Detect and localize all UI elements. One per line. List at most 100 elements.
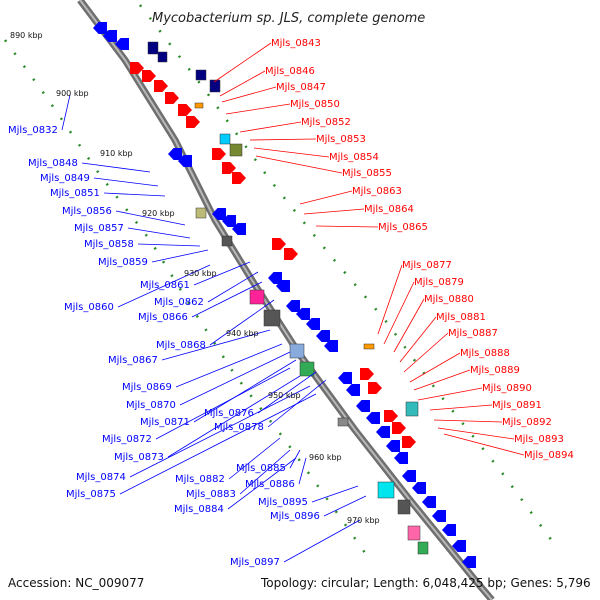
gene-label-mjls-0888[interactable]: Mjls_0888 xyxy=(460,348,510,359)
gene-label-mjls-0886[interactable]: Mjls_0886 xyxy=(245,479,295,490)
plus-gene-arrow xyxy=(232,172,246,184)
gene-label-mjls-0883[interactable]: Mjls_0883 xyxy=(186,489,236,500)
left-dot-track xyxy=(3,39,372,561)
gene-label-mjls-0880[interactable]: Mjls_0880 xyxy=(424,294,474,305)
gene-box xyxy=(377,481,395,499)
gene-label-mjls-0852[interactable]: Mjls_0852 xyxy=(301,117,351,128)
left-label-leader xyxy=(61,94,71,131)
gene-label-mjls-0873[interactable]: Mjls_0873 xyxy=(114,452,164,463)
gene-label-mjls-0868[interactable]: Mjls_0868 xyxy=(156,340,206,351)
gene-label-mjls-0865[interactable]: Mjls_0865 xyxy=(378,222,428,233)
right-label-leader xyxy=(433,419,503,423)
left-label-leader xyxy=(155,367,291,440)
gene-label-mjls-0881[interactable]: Mjls_0881 xyxy=(436,312,486,323)
gene-box xyxy=(194,102,204,109)
gene-label-mjls-0894[interactable]: Mjls_0894 xyxy=(524,450,574,461)
gene-label-mjls-0850[interactable]: Mjls_0850 xyxy=(290,99,340,110)
minus-gene-arrow xyxy=(376,426,390,438)
gene-label-mjls-0846[interactable]: Mjls_0846 xyxy=(265,66,315,77)
gene-label-mjls-0890[interactable]: Mjls_0890 xyxy=(482,383,532,394)
gene-label-mjls-0874[interactable]: Mjls_0874 xyxy=(76,472,126,483)
gene-label-mjls-0861[interactable]: Mjls_0861 xyxy=(140,280,190,291)
gene-label-mjls-0882[interactable]: Mjls_0882 xyxy=(175,474,225,485)
gene-box xyxy=(229,143,243,157)
kbp-tick-label: 920 kbp xyxy=(142,209,175,218)
gene-label-mjls-0856[interactable]: Mjls_0856 xyxy=(62,206,112,217)
gene-label-mjls-0859[interactable]: Mjls_0859 xyxy=(98,257,148,268)
minus-gene-arrow xyxy=(212,208,226,220)
gene-label-mjls-0867[interactable]: Mjls_0867 xyxy=(108,355,158,366)
minus-gene-arrow xyxy=(462,556,476,568)
minus-gene-arrow xyxy=(296,308,310,320)
right-label-leader xyxy=(437,427,515,440)
left-label-leader xyxy=(298,457,307,485)
minus-gene-arrow xyxy=(432,510,446,522)
gene-label-mjls-0893[interactable]: Mjls_0893 xyxy=(514,434,564,445)
gene-label-mjls-0878[interactable]: Mjls_0878 xyxy=(214,422,264,433)
gene-label-mjls-0857[interactable]: Mjls_0857 xyxy=(74,223,124,234)
gene-label-mjls-0884[interactable]: Mjls_0884 xyxy=(174,504,224,515)
left-label-leader xyxy=(115,210,186,226)
minus-gene-arrow xyxy=(93,22,107,34)
gene-box xyxy=(397,499,411,515)
minus-gene-arrow xyxy=(232,223,246,235)
gene-label-mjls-0877[interactable]: Mjls_0877 xyxy=(402,260,452,271)
left-label-leader xyxy=(93,177,159,187)
kbp-tick-label: 970 kbp xyxy=(347,516,380,525)
gene-label-mjls-0849[interactable]: Mjls_0849 xyxy=(40,173,90,184)
gene-label-mjls-0872[interactable]: Mjls_0872 xyxy=(102,434,152,445)
plus-gene-arrow xyxy=(186,116,200,128)
gene-label-mjls-0863[interactable]: Mjls_0863 xyxy=(352,186,402,197)
left-label-leader xyxy=(257,371,317,414)
left-label-leader xyxy=(191,281,263,318)
left-label-leader xyxy=(81,162,151,173)
gene-label-mjls-0871[interactable]: Mjls_0871 xyxy=(140,417,190,428)
gene-label-mjls-0858[interactable]: Mjls_0858 xyxy=(84,239,134,250)
gene-label-mjls-0864[interactable]: Mjls_0864 xyxy=(364,204,414,215)
gene-label-mjls-0853[interactable]: Mjls_0853 xyxy=(316,134,366,145)
minus-gene-arrow xyxy=(442,524,456,536)
gene-label-mjls-0832[interactable]: Mjls_0832 xyxy=(8,125,58,136)
minus-gene-arrow xyxy=(316,330,330,342)
right-label-leader xyxy=(315,225,379,228)
gene-label-mjls-0887[interactable]: Mjls_0887 xyxy=(448,328,498,339)
gene-label-mjls-0895[interactable]: Mjls_0895 xyxy=(258,497,308,508)
right-label-leader xyxy=(219,70,266,97)
gene-label-mjls-0870[interactable]: Mjls_0870 xyxy=(126,400,176,411)
gene-label-mjls-0851[interactable]: Mjls_0851 xyxy=(50,188,100,199)
plus-gene-arrow xyxy=(178,104,192,116)
accession-text: Accession: NC_009077 xyxy=(8,576,144,590)
gene-label-mjls-0847[interactable]: Mjls_0847 xyxy=(276,82,326,93)
plus-gene-arrow xyxy=(272,238,286,250)
gene-label-mjls-0876[interactable]: Mjls_0876 xyxy=(204,408,254,419)
gene-label-mjls-0875[interactable]: Mjls_0875 xyxy=(66,489,116,500)
gene-label-mjls-0892[interactable]: Mjls_0892 xyxy=(502,417,552,428)
right-label-leader xyxy=(253,147,330,158)
left-label-leader xyxy=(117,264,211,308)
right-label-leader xyxy=(429,404,493,411)
gene-label-mjls-0860[interactable]: Mjls_0860 xyxy=(64,302,114,313)
right-label-leader xyxy=(409,352,461,383)
gene-label-mjls-0897[interactable]: Mjls_0897 xyxy=(230,557,280,568)
gene-label-mjls-0843[interactable]: Mjls_0843 xyxy=(271,38,321,49)
gene-label-mjls-0885[interactable]: Mjls_0885 xyxy=(236,463,286,474)
gene-label-mjls-0862[interactable]: Mjls_0862 xyxy=(154,297,204,308)
gene-label-mjls-0855[interactable]: Mjls_0855 xyxy=(342,168,392,179)
gene-box xyxy=(221,235,233,247)
gene-label-mjls-0889[interactable]: Mjls_0889 xyxy=(470,365,520,376)
minus-gene-arrow xyxy=(286,300,300,312)
gene-label-mjls-0891[interactable]: Mjls_0891 xyxy=(492,400,542,411)
gene-label-mjls-0879[interactable]: Mjls_0879 xyxy=(414,277,464,288)
minus-gene-arrow xyxy=(115,38,129,50)
minus-gene-arrow xyxy=(338,372,352,384)
plus-gene-arrow xyxy=(142,70,156,82)
genome-title: Mycobacterium sp. JLS, complete genome xyxy=(152,11,425,26)
gene-label-mjls-0896[interactable]: Mjls_0896 xyxy=(270,511,320,522)
gene-label-mjls-0866[interactable]: Mjls_0866 xyxy=(138,312,188,323)
gene-label-mjls-0869[interactable]: Mjls_0869 xyxy=(122,382,172,393)
right-label-leader xyxy=(403,332,449,373)
right-label-leader xyxy=(303,208,365,215)
right-label-leader xyxy=(413,369,471,391)
gene-label-mjls-0854[interactable]: Mjls_0854 xyxy=(329,152,379,163)
gene-label-mjls-0848[interactable]: Mjls_0848 xyxy=(28,158,78,169)
